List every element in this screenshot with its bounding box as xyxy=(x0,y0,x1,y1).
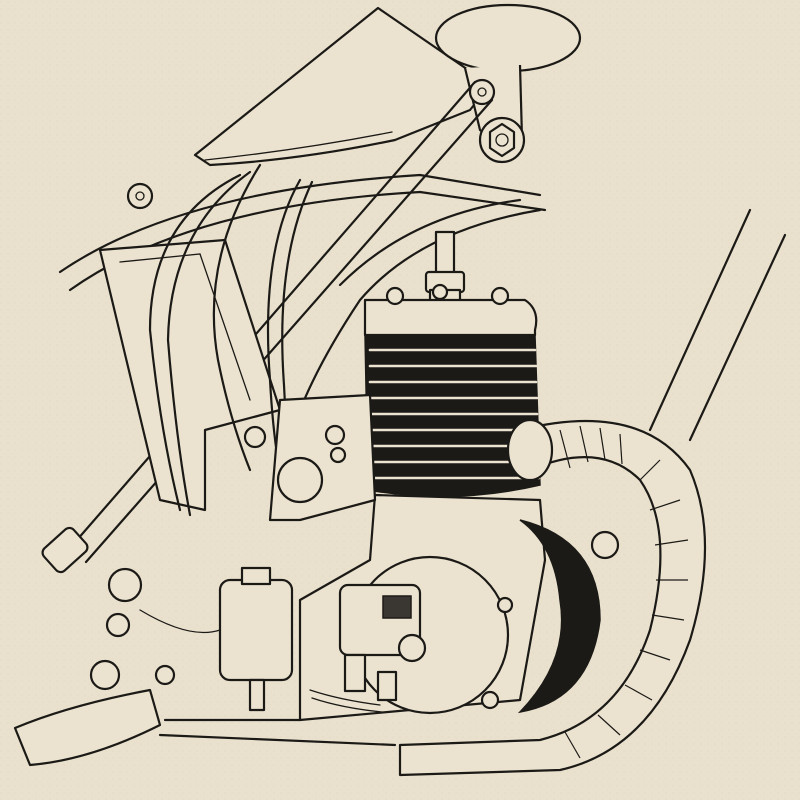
float-chamber xyxy=(218,566,294,712)
magneto xyxy=(243,393,377,522)
rear-stays xyxy=(648,208,787,442)
footrest-tube xyxy=(13,609,397,767)
frame-bolt-icon xyxy=(478,116,526,164)
drive-chain xyxy=(309,689,383,713)
carburettor xyxy=(338,583,427,702)
exhaust-pipe xyxy=(398,418,707,777)
cylinder xyxy=(363,283,541,498)
lower-bracket xyxy=(89,567,176,691)
control-rod xyxy=(41,78,496,574)
fuel-tank xyxy=(193,6,492,167)
